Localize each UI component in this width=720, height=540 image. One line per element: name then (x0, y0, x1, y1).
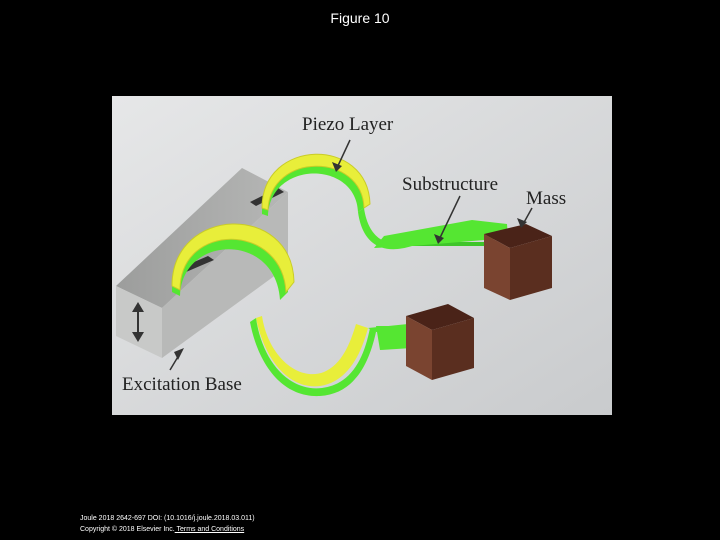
figure-panel: Piezo Layer Substructure Mass Excitation… (112, 96, 612, 415)
upper-mass (484, 224, 552, 300)
lower-harvester (171, 223, 412, 397)
copyright-text: Copyright © 2018 Elsevier Inc. (80, 526, 175, 533)
citation: Joule 2018 2642-697 DOI: (10.1016/j.joul… (80, 513, 255, 535)
label-excitation-base: Excitation Base (122, 374, 242, 395)
terms-and-conditions-link[interactable]: Terms and Conditions (174, 526, 245, 533)
energy-harvester-diagram: Piezo Layer Substructure Mass Excitation… (112, 96, 612, 415)
label-substructure: Substructure (402, 174, 498, 195)
double-arrow-icon (132, 302, 144, 342)
citation-doi: Joule 2018 2642-697 DOI: (10.1016/j.joul… (80, 515, 255, 522)
label-mass: Mass (526, 188, 566, 209)
label-piezo-layer: Piezo Layer (302, 114, 394, 135)
slide-title: Figure 10 (330, 10, 390, 26)
lower-mass (406, 304, 474, 380)
citation-copyright: Copyright © 2018 Elsevier Inc. Terms and… (80, 524, 255, 535)
